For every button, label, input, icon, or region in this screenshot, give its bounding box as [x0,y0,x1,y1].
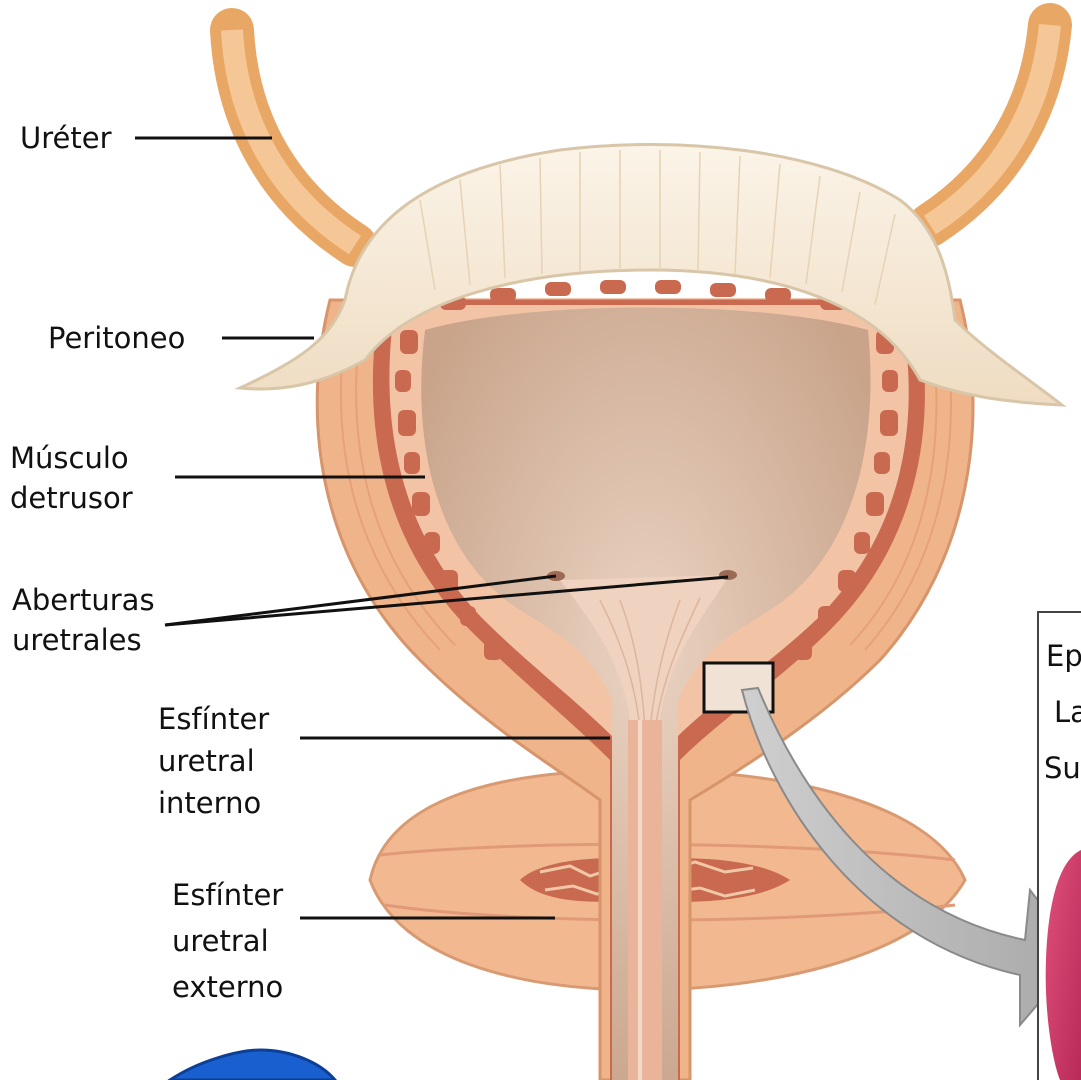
label-esfinter-externo: Esfínter uretral externo [172,872,283,1010]
urethra [628,720,662,1080]
label-musculo-line2: detrusor [10,478,133,518]
label-esf-ext-line1: Esfínter [172,872,283,918]
label-esf-int-line1: Esfínter [158,698,269,740]
label-aberturas-line1: Aberturas [12,580,155,620]
label-esf-ext-line2: uretral [172,918,283,964]
label-esf-int-line2: uretral [158,740,269,782]
label-esfinter-interno: Esfínter uretral interno [158,698,269,824]
inset-label-lamina: La [1054,692,1081,732]
label-esf-ext-line3: externo [172,964,283,1010]
inset-label-epithelium: Ep [1046,636,1081,676]
label-esf-int-line3: interno [158,782,269,824]
label-aberturas-line2: uretrales [12,620,155,660]
inset-label-submucosa: Su [1044,748,1081,788]
label-musculo-detrusor: Músculo detrusor [10,438,133,518]
label-ureter: Uréter [20,118,112,158]
label-peritoneo: Peritoneo [48,318,185,358]
label-aberturas-uretrales: Aberturas uretrales [12,580,155,660]
label-musculo-line1: Músculo [10,438,133,478]
logo-badge [170,1050,335,1080]
